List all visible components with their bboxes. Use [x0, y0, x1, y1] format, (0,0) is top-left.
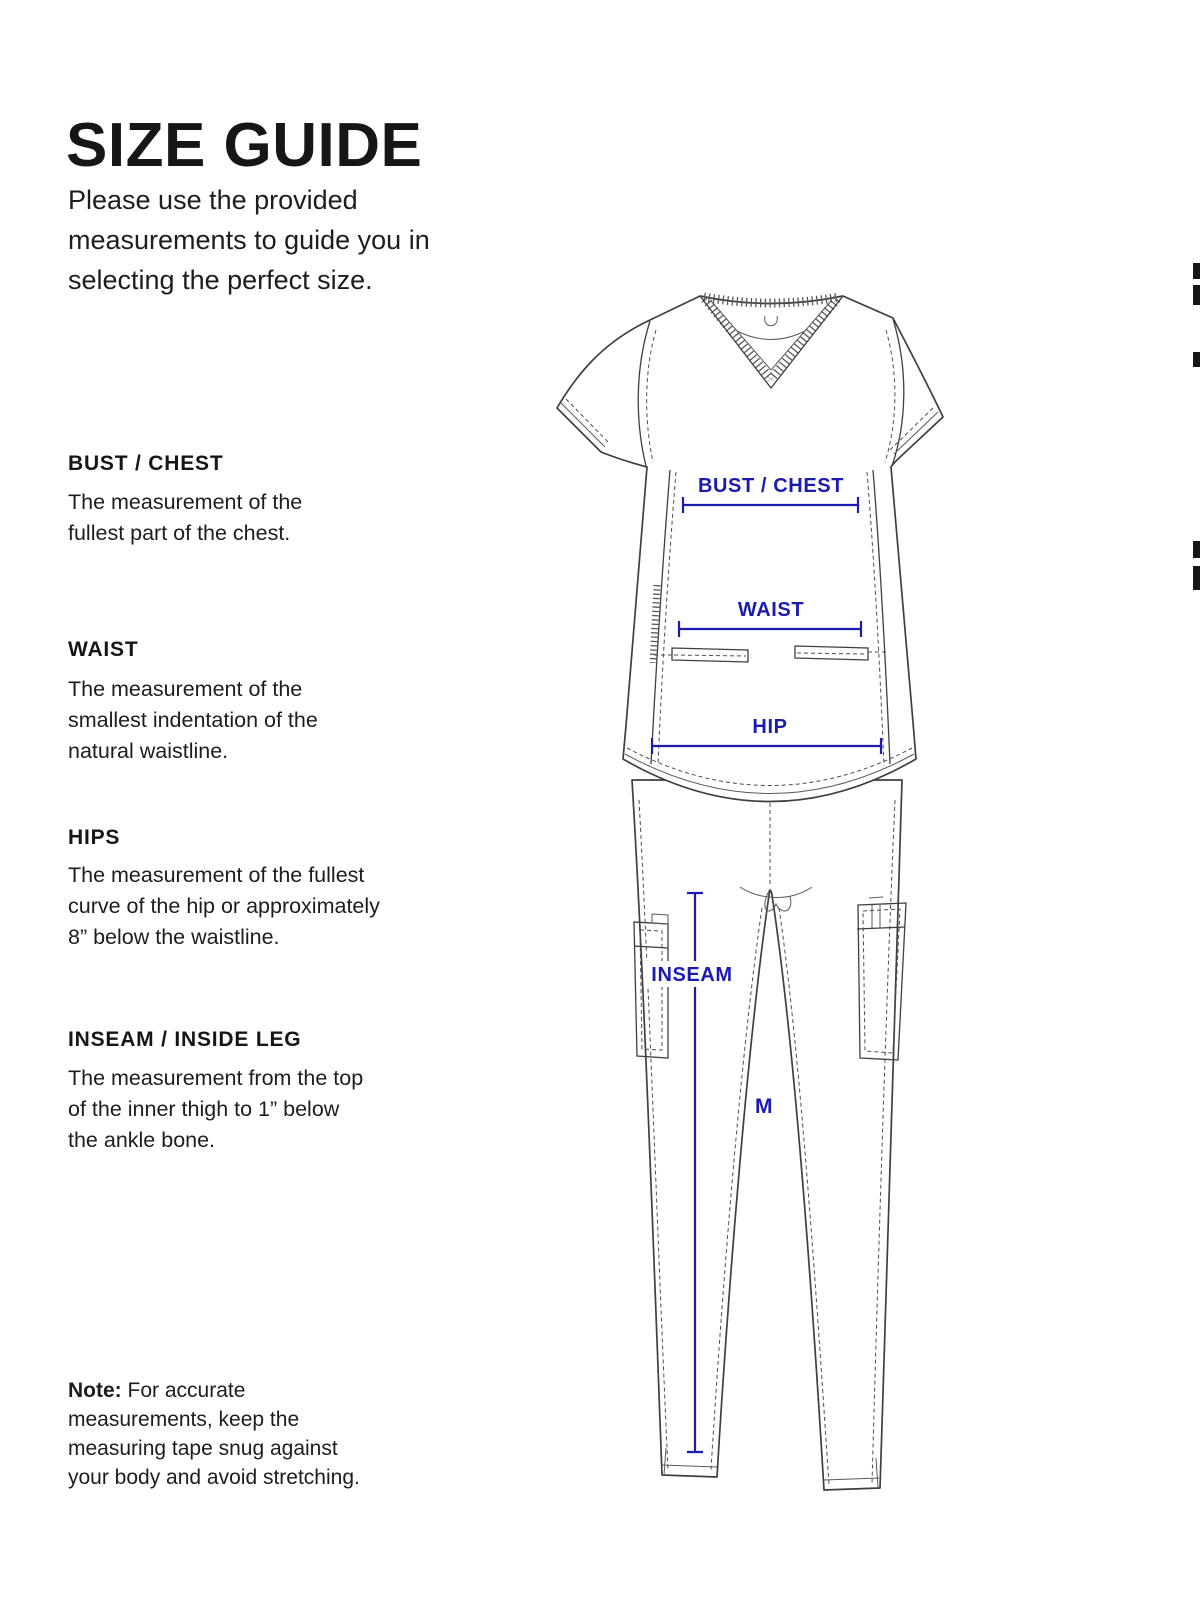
waist-measure-label: WAIST	[738, 599, 804, 621]
left-cargo-pocket-flap	[633, 945, 669, 949]
right-armhole-stitch	[884, 329, 896, 463]
text-line: measurements to guide you in	[68, 225, 430, 255]
text-line: measurements, keep the	[68, 1408, 300, 1431]
collar-ribbing-right	[767, 296, 841, 382]
left-princess-stitch	[657, 471, 677, 767]
side-rib-panel	[649, 584, 661, 664]
text-line: The measurement of the	[68, 677, 303, 701]
text-line: smallest indentation of the	[68, 708, 318, 732]
left-sleeve-hem-stitch	[565, 398, 610, 444]
hip-measure-label: HIP	[752, 716, 787, 738]
drawstring	[739, 886, 813, 898]
text-line: curve of the hip or approximately	[68, 894, 380, 918]
scrub-pants-drawing	[631, 779, 907, 1491]
edge-artifact	[1193, 352, 1200, 367]
pants-right-outer-stitch	[871, 799, 896, 1485]
left-welt-pocket	[671, 647, 749, 663]
note-line: For accurate	[127, 1379, 246, 1402]
section-body-inseam: The measurement from the top of the inne…	[68, 1063, 508, 1156]
pants-right-hem	[823, 1477, 880, 1481]
inseam-label-backdrop	[646, 961, 738, 987]
top-hem-stitch	[626, 747, 913, 786]
right-princess-seam	[872, 469, 891, 765]
right-welt-pocket-stitch	[796, 652, 867, 655]
text-line: 8” below the waistline.	[68, 925, 280, 949]
waist-measure-line	[677, 621, 863, 637]
pants-left-inner-stitch	[710, 907, 763, 1471]
collar-ribbing-back	[703, 292, 840, 308]
right-cargo-pocket-flap	[856, 926, 906, 930]
edge-artifact	[1193, 566, 1200, 590]
edge-artifact	[1193, 541, 1200, 558]
scrub-top-drawing	[556, 292, 944, 803]
left-princess-seam	[650, 469, 671, 765]
text-line: selecting the perfect size.	[68, 265, 373, 295]
size-marker-label: M	[755, 1095, 773, 1118]
section-heading-waist: WAIST	[68, 638, 139, 661]
section-body-waist: The measurement of the smallest indentat…	[68, 674, 508, 767]
right-cargo-pocket-stitch	[862, 908, 901, 1054]
right-cargo-pocket	[857, 902, 907, 1061]
drawstring-tie	[764, 888, 792, 912]
section-body-hips: The measurement of the fullest curve of …	[68, 860, 508, 953]
page-title: SIZE GUIDE	[66, 110, 423, 180]
right-sleeve-hem	[893, 411, 939, 455]
hip-measure-line	[650, 738, 883, 754]
left-cargo-pocket-stitch	[639, 929, 663, 1051]
left-cargo-pocket-tab	[651, 913, 669, 925]
pants-left-hem-slit	[663, 1447, 667, 1476]
bust-measure-line	[681, 497, 860, 513]
top-outline	[556, 295, 944, 803]
right-pocket-pen-slots	[868, 896, 884, 928]
hanger-loop	[764, 315, 778, 327]
section-heading-inseam: INSEAM / INSIDE LEG	[68, 1028, 302, 1051]
note-text: Note: For accurate measurements, keep th…	[68, 1376, 488, 1492]
section-heading-bust-chest: BUST / CHEST	[68, 452, 224, 475]
measurement-annotations: BUST / CHEST WAIST HIP INSEAM M	[646, 475, 883, 1454]
edge-artifact	[1193, 285, 1200, 305]
left-sleeve-hem	[560, 402, 606, 448]
section-body-bust-chest: The measurement of the fullest part of t…	[68, 487, 508, 549]
text-line: natural waistline.	[68, 739, 229, 763]
right-welt-pocket	[794, 645, 869, 661]
text-line: The measurement of the fullest	[68, 863, 365, 887]
section-heading-hips: HIPS	[68, 826, 121, 849]
inseam-measure-label: INSEAM	[651, 964, 732, 986]
pants-right-hem-slit	[875, 1457, 879, 1489]
intro-text: Please use the provided measurements to …	[68, 180, 538, 300]
bust-measure-label: BUST / CHEST	[698, 475, 844, 497]
right-sleeve-hem-stitch	[889, 407, 934, 451]
garment-measurement-diagram: BUST / CHEST WAIST HIP INSEAM M	[556, 292, 944, 1491]
text-line: The measurement from the top	[68, 1066, 364, 1090]
pants-right-inner-stitch	[778, 907, 830, 1485]
collar-outer-edge	[699, 295, 844, 390]
collar-inner-edge	[710, 300, 832, 371]
pants-left-hem	[661, 1464, 718, 1468]
text-line: your body and avoid stretching.	[68, 1466, 360, 1489]
note-label: Note:	[68, 1379, 122, 1402]
left-armhole-seam	[637, 320, 651, 467]
text-line: Note: For accurate	[68, 1376, 488, 1405]
pants-left-outer-stitch	[638, 799, 669, 1471]
text-line: Please use the provided	[68, 185, 358, 215]
text-line: the ankle bone.	[68, 1128, 216, 1152]
collar-ribbing-left	[701, 296, 775, 382]
left-armhole-stitch	[646, 329, 657, 463]
pants-outline	[631, 779, 903, 1491]
edge-artifact	[1193, 263, 1200, 279]
left-welt-pocket-stitch	[673, 654, 747, 657]
text-line: The measurement of the	[68, 490, 303, 514]
top-hem-inner-line	[624, 753, 915, 794]
text-line: of the inner thigh to 1” below	[68, 1097, 340, 1121]
text-line: measuring tape snug against	[68, 1437, 338, 1460]
text-line: fullest part of the chest.	[68, 521, 291, 545]
back-neck-seam	[736, 330, 806, 340]
right-princess-stitch	[866, 471, 885, 767]
